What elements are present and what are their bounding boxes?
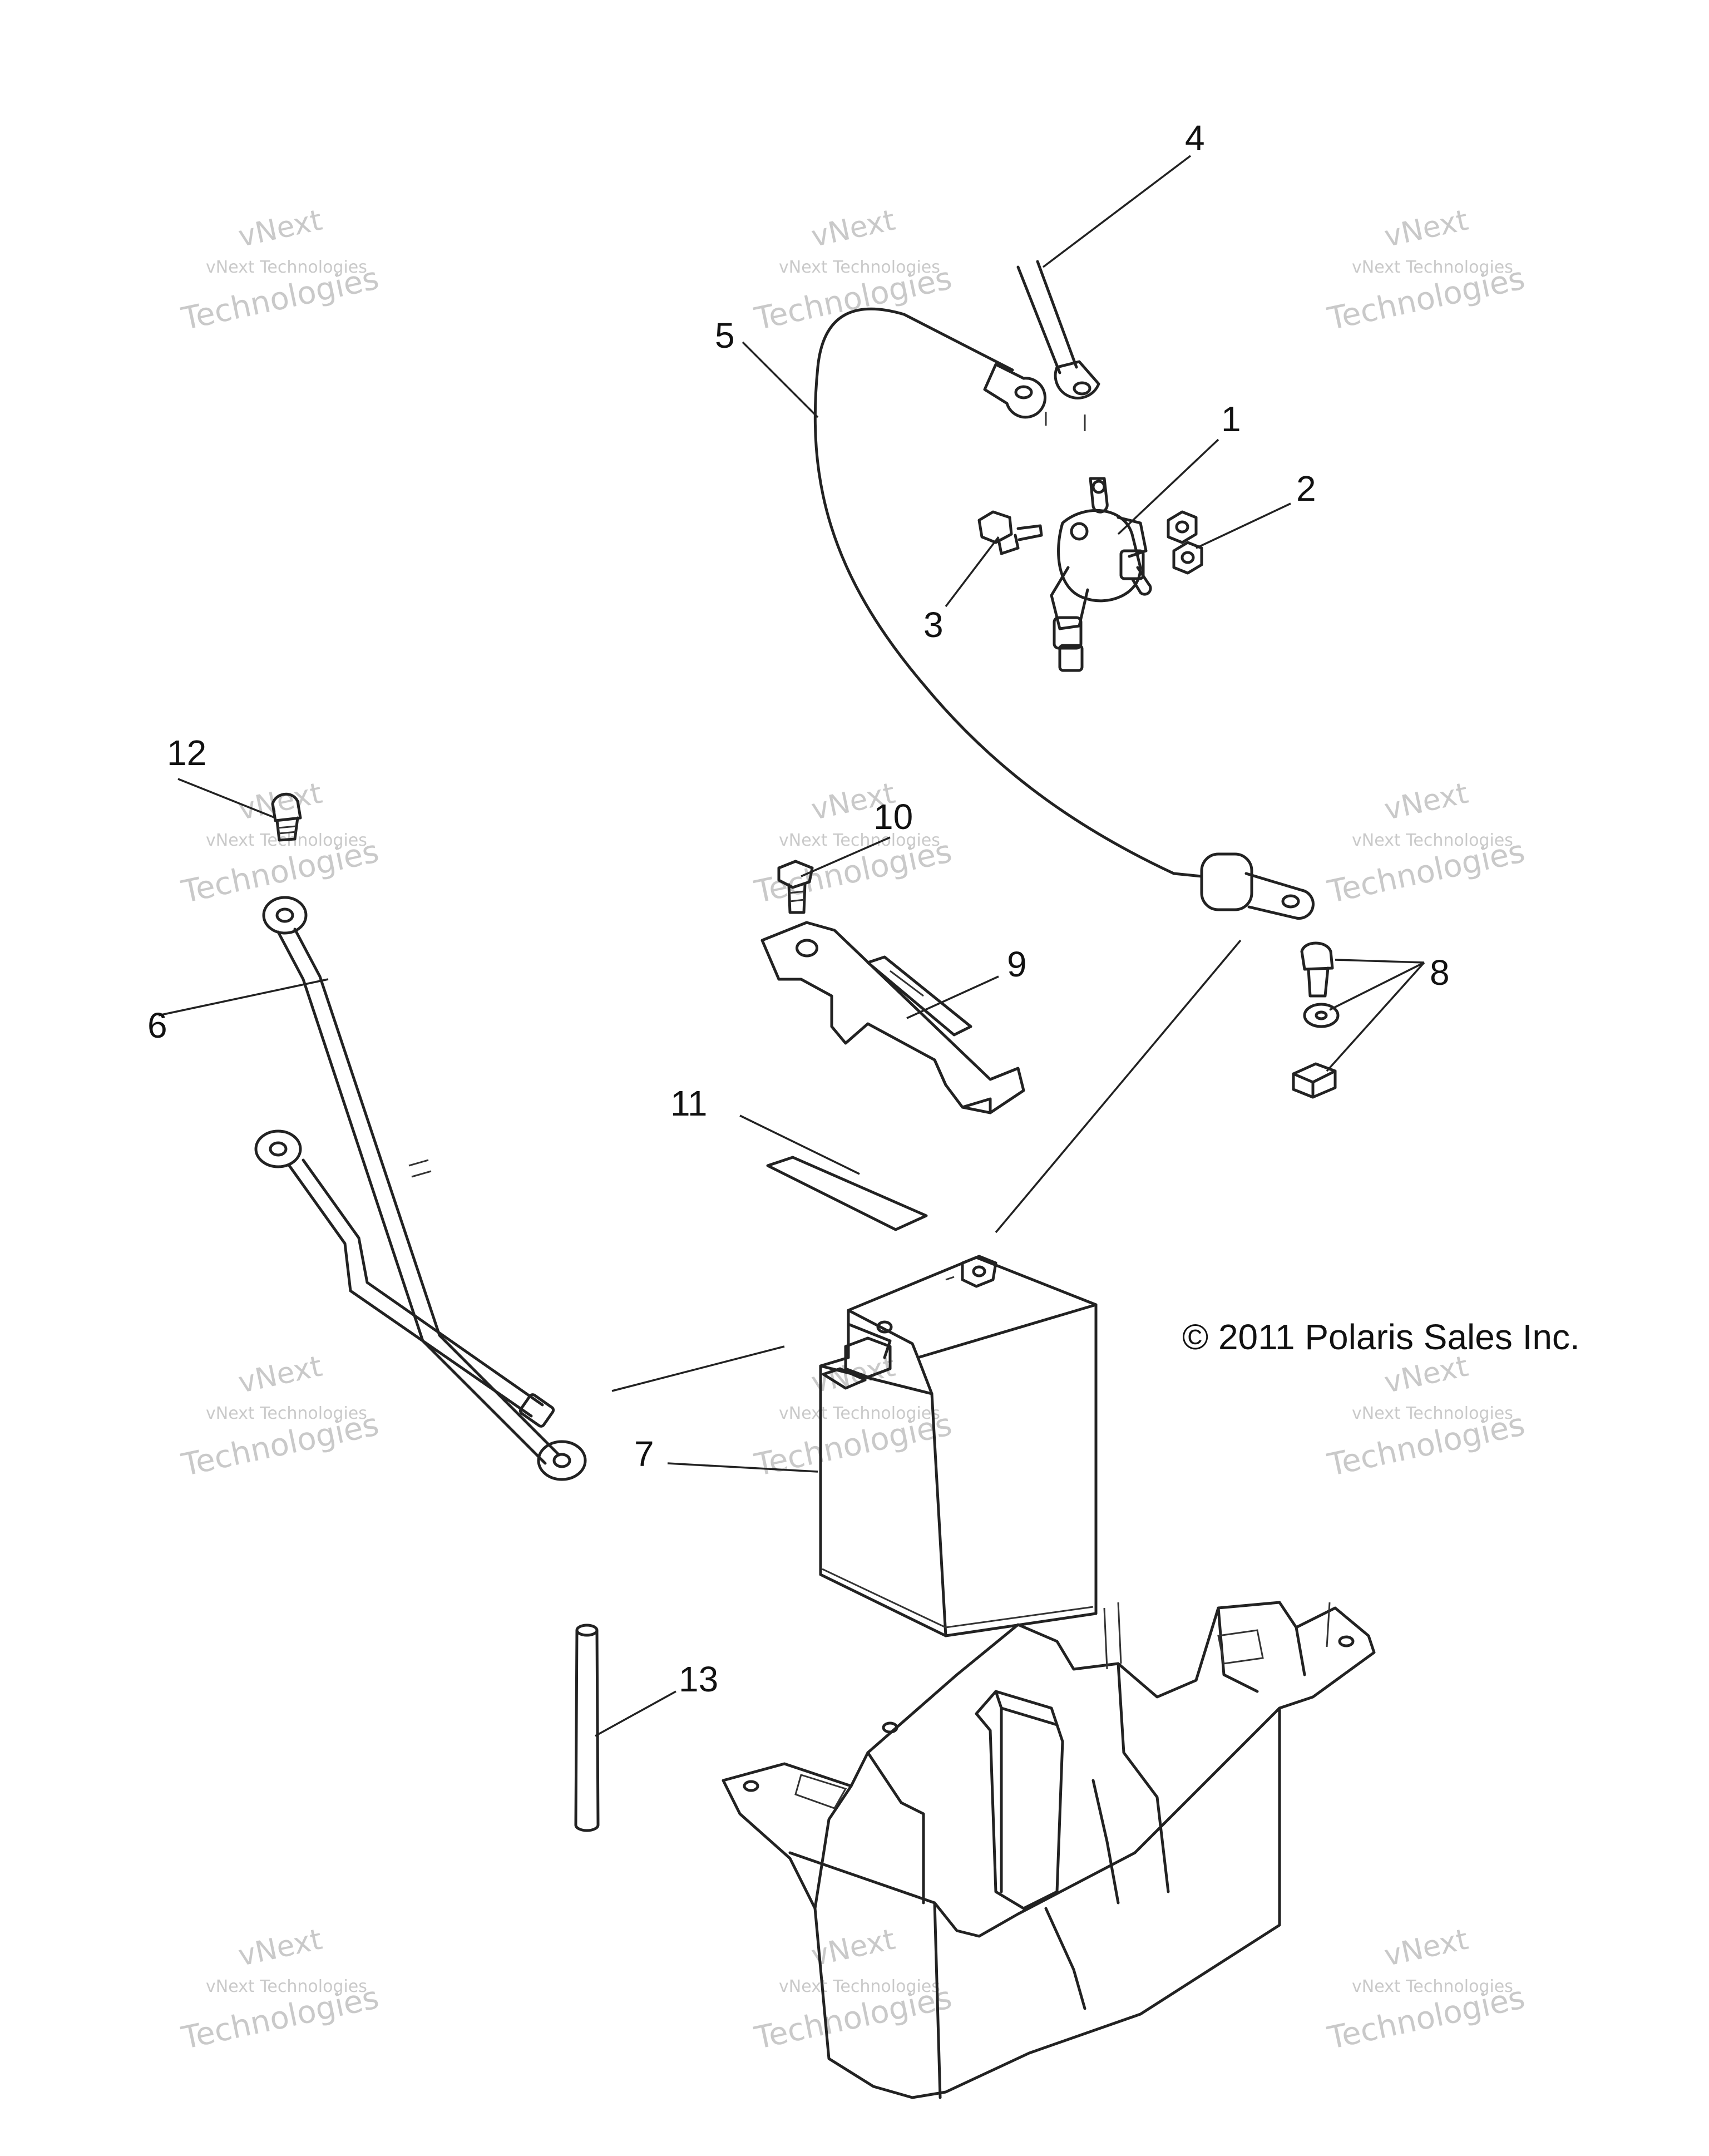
nuts-2	[1167, 510, 1203, 575]
callout-6: 6	[147, 1005, 167, 1045]
cable-5	[813, 307, 1315, 920]
callout-10: 10	[873, 797, 913, 837]
svg-text:vNext Technologies: vNext Technologies	[206, 1977, 367, 1996]
watermarks: vNext vNext Technologies Technologies vN…	[178, 204, 1528, 2057]
callouts: 1 2 3 4 5 6 7 8 9 10 11 12 13	[147, 118, 1450, 1699]
callout-2: 2	[1296, 468, 1316, 509]
svg-text:vNext Technologies: vNext Technologies	[206, 258, 367, 277]
svg-text:vNext: vNext	[1381, 204, 1471, 254]
watermark: vNext vNext Technologies Technologies	[751, 1350, 955, 1484]
harness-6	[254, 896, 587, 1481]
svg-text:vNext: vNext	[808, 1923, 898, 1973]
callout-9: 9	[1007, 944, 1027, 984]
watermark: vNext vNext Technologies Technologies	[178, 204, 382, 338]
callout-11: 11	[670, 1083, 707, 1123]
watermark: vNext vNext Technologies Technologies	[1324, 1923, 1528, 2057]
callout-4: 4	[1185, 118, 1205, 158]
watermark: vNext vNext Technologies Technologies	[178, 1923, 382, 2057]
svg-text:vNext: vNext	[808, 204, 898, 254]
battery-box	[722, 1601, 1376, 2099]
svg-text:vNext Technologies: vNext Technologies	[779, 1977, 940, 1996]
callout-3: 3	[923, 605, 944, 645]
watermark: vNext vNext Technologies Technologies	[751, 1923, 955, 2057]
watermark: vNext vNext Technologies Technologies	[178, 1350, 382, 1484]
pad-11	[766, 1156, 928, 1231]
cable-4	[983, 260, 1100, 431]
svg-text:vNext: vNext	[235, 204, 325, 254]
watermark: vNext vNext Technologies Technologies	[1324, 777, 1528, 911]
svg-text:vNext: vNext	[1381, 1923, 1471, 1973]
callout-13: 13	[679, 1659, 718, 1699]
tube-13	[574, 1624, 600, 1832]
svg-text:vNext: vNext	[1381, 777, 1471, 827]
svg-text:vNext Technologies: vNext Technologies	[1352, 831, 1513, 850]
svg-text:vNext Technologies: vNext Technologies	[1352, 1404, 1513, 1423]
svg-text:vNext Technologies: vNext Technologies	[1352, 258, 1513, 277]
leader-lines	[158, 155, 1425, 1737]
battery-7	[819, 1255, 1098, 1637]
callout-12: 12	[167, 733, 206, 773]
svg-text:vNext: vNext	[235, 1923, 325, 1973]
bolt-12	[271, 792, 302, 842]
solenoid-1	[1050, 477, 1152, 672]
svg-text:vNext Technologies: vNext Technologies	[779, 258, 940, 277]
watermark: vNext vNext Technologies Technologies	[1324, 1350, 1528, 1484]
svg-text:vNext Technologies: vNext Technologies	[1352, 1977, 1513, 1996]
callout-7: 7	[634, 1434, 654, 1474]
watermark: vNext vNext Technologies Technologies	[1324, 204, 1528, 338]
bolt-10	[777, 860, 814, 914]
watermark: vNext vNext Technologies Technologies	[751, 777, 955, 911]
svg-text:vNext Technologies: vNext Technologies	[206, 1404, 367, 1423]
bracket-9	[760, 921, 1025, 1114]
svg-text:vNext Technologies: vNext Technologies	[779, 831, 940, 850]
watermark: vNext vNext Technologies Technologies	[751, 204, 955, 338]
screw-3	[977, 510, 1043, 555]
callout-1: 1	[1221, 399, 1241, 439]
callout-8: 8	[1430, 953, 1450, 993]
svg-text:vNext: vNext	[1381, 1350, 1471, 1400]
svg-text:vNext: vNext	[235, 1350, 325, 1400]
svg-text:vNext Technologies: vNext Technologies	[779, 1404, 940, 1423]
copyright-notice: © 2011 Polaris Sales Inc.	[1182, 1317, 1580, 1357]
hardware-8	[1292, 941, 1340, 1099]
callout-5: 5	[715, 315, 735, 356]
